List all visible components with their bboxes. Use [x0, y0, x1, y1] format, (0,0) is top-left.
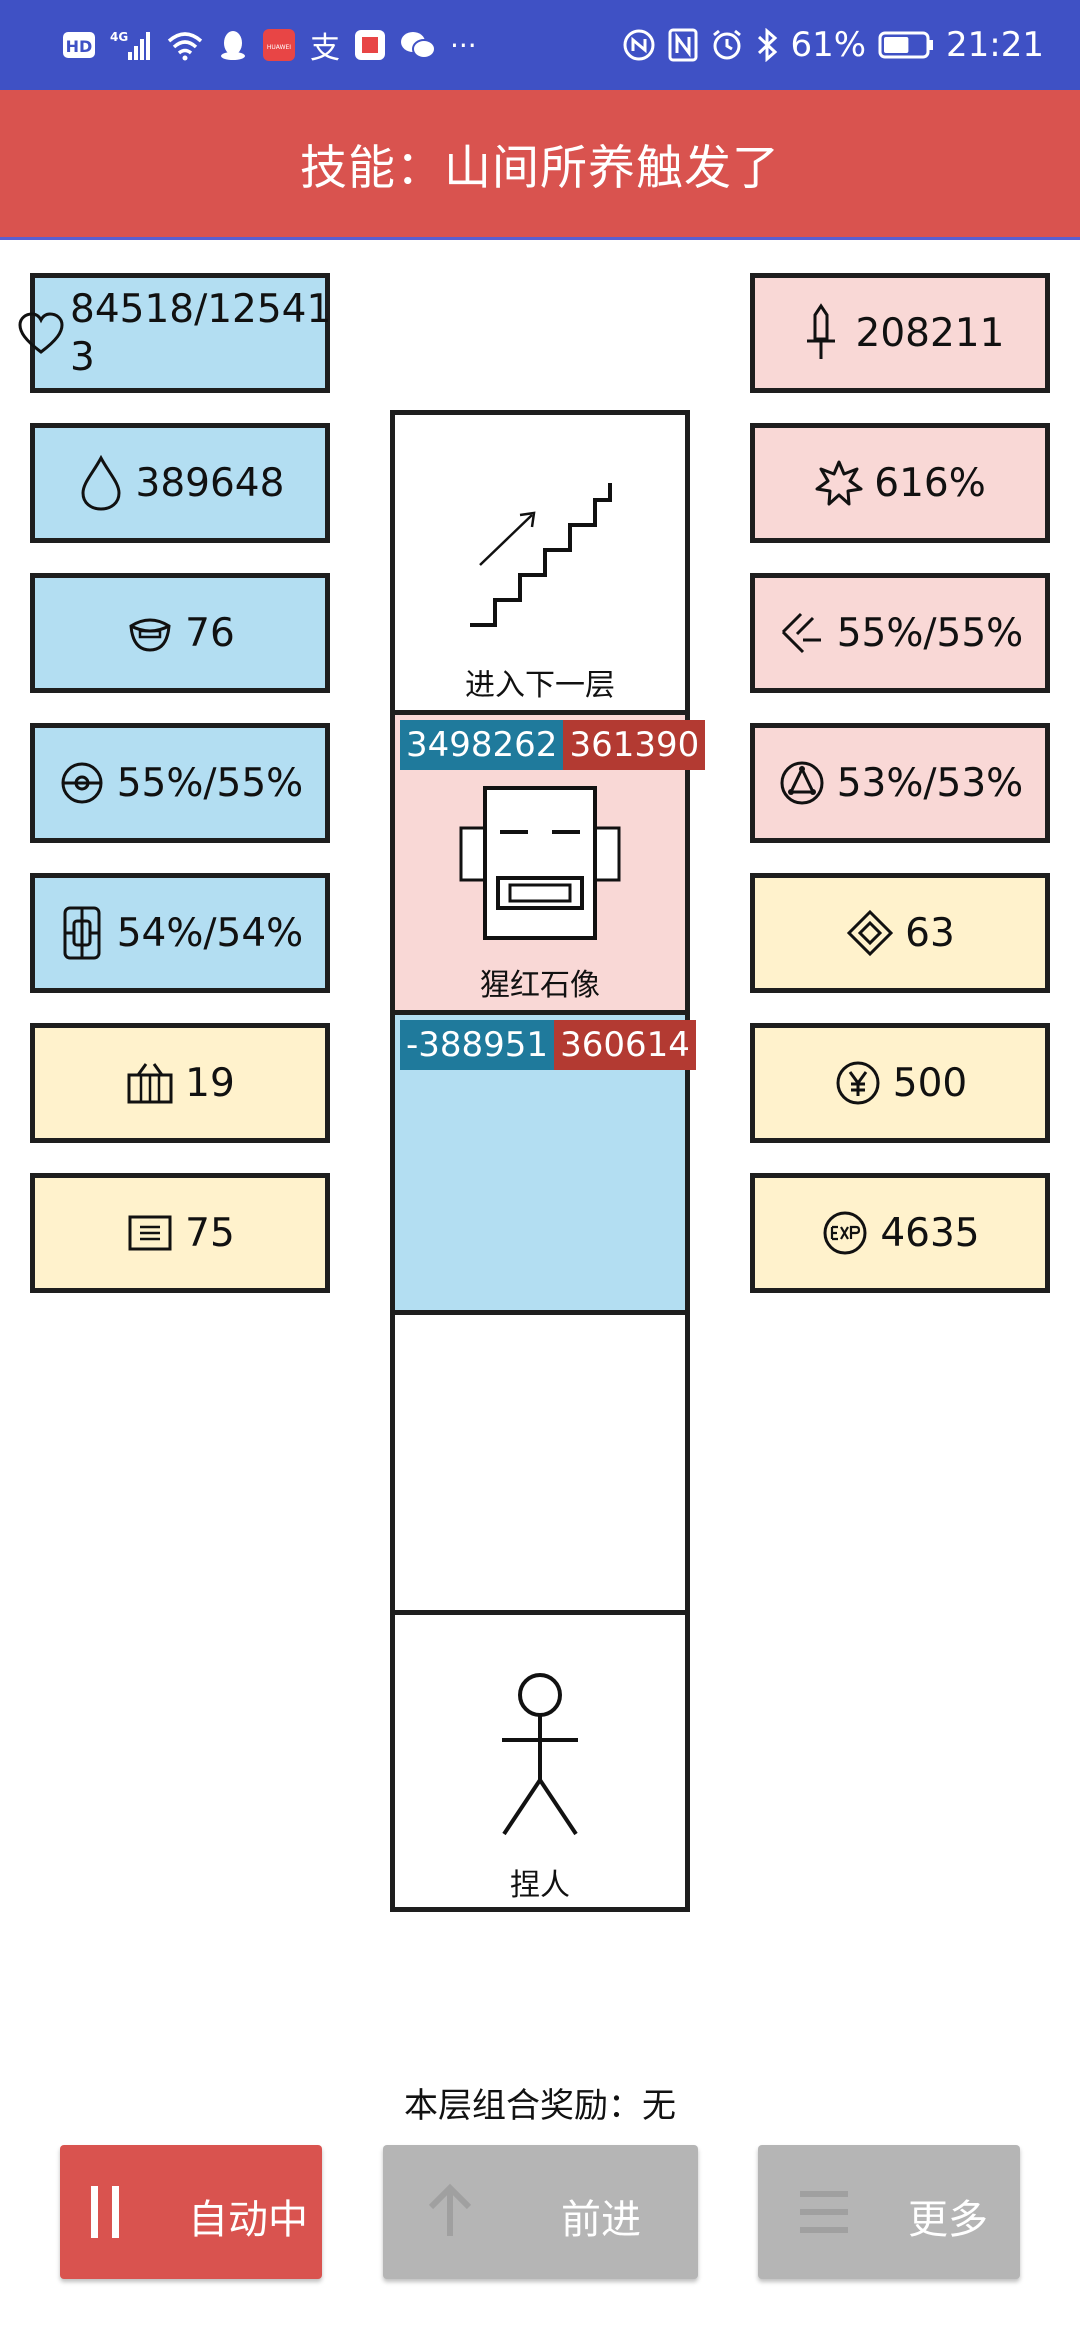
enemy-cell[interactable]: 3498262 361390 猩红石像: [395, 715, 706, 1015]
enemy-attack: 361390: [563, 720, 706, 770]
menu-icon: [798, 2182, 850, 2246]
mana-stat: 389648: [30, 423, 330, 543]
combo-reward-text: 本层组合奖励：无: [404, 2086, 676, 2126]
armor-stat: 54%/54%: [30, 873, 330, 993]
burst-icon: [814, 458, 864, 508]
damage-cell[interactable]: -388951 360614: [395, 1015, 696, 1315]
status-right: 61% 21:21: [622, 18, 1044, 72]
hit-value: 53%/53%: [836, 760, 1024, 806]
pierce-stat: 55%/55%: [750, 573, 1050, 693]
book-app-icon: [354, 27, 386, 63]
damage-stats: -388951 360614: [400, 1020, 696, 1070]
svg-text:HUAWEI: HUAWEI: [267, 44, 291, 51]
slash-icon: [777, 608, 827, 658]
stone-statue-icon: [458, 770, 622, 944]
armor-icon: [57, 906, 107, 960]
up-arrow-icon: [425, 2182, 475, 2246]
wechat-icon: [400, 27, 436, 63]
gem-value: 63: [905, 910, 955, 956]
scroll-icon: [125, 1208, 175, 1258]
nfc-icon: [622, 27, 656, 63]
enemy-stats: 3498262 361390: [400, 720, 706, 770]
skill-notice-bar: 技能：山间所养触发了: [0, 90, 1080, 240]
status-bar: HD 4G HUAWEI 支 ···: [0, 0, 1080, 90]
gem-stat: 63: [750, 873, 1050, 993]
empty-cell[interactable]: [395, 1315, 685, 1615]
player-label: 捏人: [510, 1868, 570, 1903]
battery-icon: [878, 27, 934, 63]
forward-button[interactable]: 前进: [383, 2145, 698, 2279]
svg-text:4G: 4G: [110, 30, 128, 44]
n-mark-icon: [668, 27, 698, 63]
battery-percent: 61%: [790, 25, 867, 65]
hd-icon: HD: [62, 27, 96, 63]
scroll-stat: 75: [30, 1173, 330, 1293]
attack-stat: 208211: [750, 273, 1050, 393]
exp-value: 4635: [880, 1210, 980, 1256]
status-left: HD 4G HUAWEI 支 ···: [62, 18, 477, 72]
tower-column: 进入下一层 3498262 361390 猩红石像 -388951 360614…: [390, 410, 706, 1915]
hp-stat: 84518/125413: [18, 273, 332, 393]
helmet-icon: [125, 608, 175, 658]
auto-button-label: 自动中: [188, 2197, 308, 2243]
basket-value: 19: [185, 1060, 235, 1106]
armor-value: 54%/54%: [116, 910, 304, 956]
attack-value: 208211: [855, 310, 1005, 356]
diamond-icon: [845, 908, 895, 958]
exp-icon: [820, 1208, 870, 1258]
stairs-icon: [460, 475, 620, 639]
stick-figure-icon: [498, 1670, 582, 1844]
auto-button[interactable]: 自动中: [60, 2145, 322, 2279]
enemy-hp: 3498262: [400, 720, 564, 770]
yen-coin-icon: [833, 1058, 883, 1108]
more-button-label: 更多: [908, 2197, 988, 2243]
resist-value: 55%/55%: [116, 760, 304, 806]
basket-icon: [125, 1058, 175, 1108]
heart-icon: [17, 312, 65, 366]
hit-stat: 53%/53%: [750, 723, 1050, 843]
damage-right-value: 360614: [554, 1020, 696, 1070]
exp-stat: 4635: [750, 1173, 1050, 1293]
sword-icon: [796, 303, 846, 359]
hp-value: 84518/125413: [70, 287, 332, 380]
forward-button-label: 前进: [561, 2197, 641, 2243]
more-button[interactable]: 更多: [758, 2145, 1020, 2279]
bluetooth-icon: [756, 27, 778, 63]
clock: 21:21: [946, 25, 1044, 65]
wifi-icon: [166, 27, 204, 63]
scroll-value: 75: [185, 1210, 235, 1256]
signal-4g-icon: 4G: [110, 27, 152, 63]
alarm-icon: [710, 27, 744, 63]
stairs-cell[interactable]: 进入下一层: [395, 415, 685, 715]
gold-value: 500: [892, 1060, 968, 1106]
enemy-name: 猩红石像: [480, 968, 600, 1003]
player-cell[interactable]: 捏人: [395, 1615, 685, 1915]
alipay-icon: 支: [310, 31, 340, 66]
triangle-nodes-icon: [777, 758, 827, 808]
mana-value: 389648: [135, 460, 285, 506]
huawei-app-icon: HUAWEI: [262, 27, 296, 63]
more-dots-icon: ···: [450, 28, 477, 62]
pause-icon: [88, 2182, 124, 2246]
svg-text:HD: HD: [66, 37, 93, 56]
basket-stat: 19: [30, 1023, 330, 1143]
water-drop-icon: [76, 455, 126, 511]
qq-icon: [218, 27, 248, 63]
stairs-label: 进入下一层: [465, 668, 615, 703]
resist-stat: 55%/55%: [30, 723, 330, 843]
shield-ring-icon: [57, 758, 107, 808]
crit-value: 616%: [874, 460, 986, 506]
defense-value: 76: [185, 610, 235, 656]
defense-stat: 76: [30, 573, 330, 693]
crit-stat: 616%: [750, 423, 1050, 543]
gold-stat: 500: [750, 1023, 1050, 1143]
skill-notice-text: 技能：山间所养触发了: [300, 141, 780, 196]
pierce-value: 55%/55%: [836, 610, 1024, 656]
damage-left-value: -388951: [400, 1020, 555, 1070]
